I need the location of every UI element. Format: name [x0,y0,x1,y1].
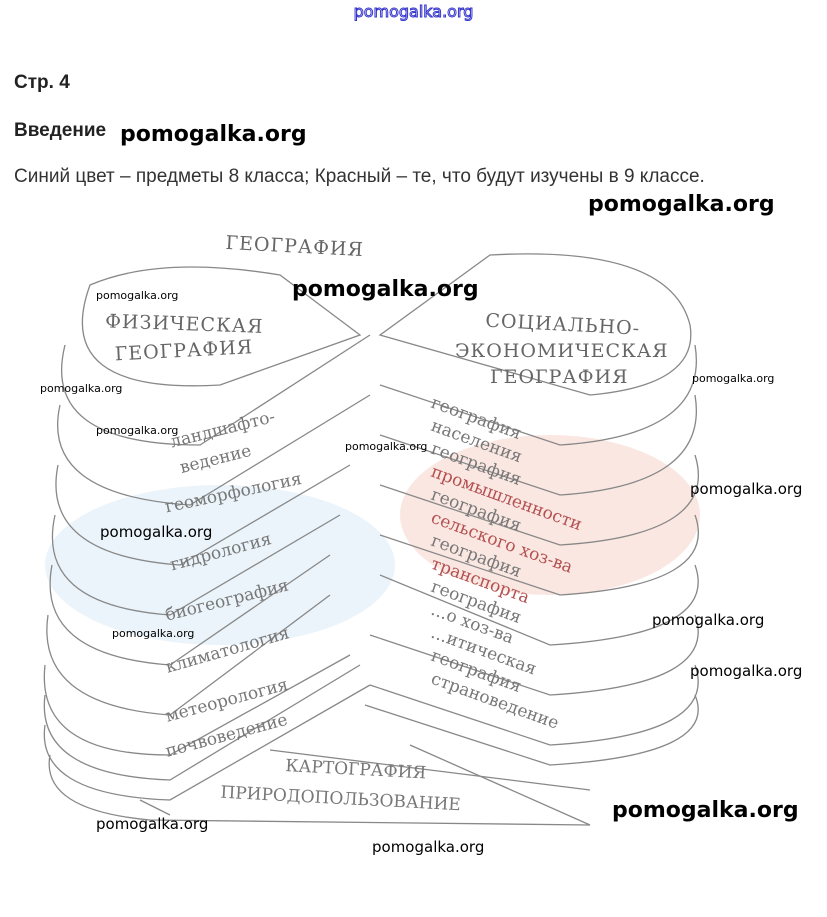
watermark: pomogalka.org [588,192,775,217]
right-heading-3: ГЕОГРАФИЯ [490,366,628,388]
watermark: pomogalka.org [96,424,179,437]
site-header-link[interactable]: pomogalka.org [353,2,474,22]
watermark: pomogalka.org [120,122,307,147]
right-heading-2: ЭКОНОМИЧЕСКАЯ [455,340,669,362]
bottom-item: ПРИРОДОПОЛЬЗОВАНИЕ [220,783,461,816]
page-label: Стр. 4 [14,72,70,93]
left-heading-2: ГЕОГРАФИЯ [114,336,253,365]
watermark: pomogalka.org [292,277,479,302]
bottom-item: КАРТОГРАФИЯ [285,756,427,783]
watermark: pomogalka.org [96,289,179,302]
geography-diagram: ГЕОГРАФИЯ ФИЗИЧЕСКАЯ ГЕОГРАФИЯ ландшафто… [43,235,700,826]
watermark: pomogalka.org [96,815,209,833]
watermark: pomogalka.org [612,798,799,823]
left-heading-1: ФИЗИЧЕСКАЯ [105,310,264,338]
right-heading-1: СОЦИАЛЬНО- [485,310,641,340]
watermark: pomogalka.org [692,372,775,385]
watermark: pomogalka.org [112,627,195,640]
watermark: pomogalka.org [372,838,485,856]
watermark: pomogalka.org [40,382,123,395]
watermark: pomogalka.org [345,440,428,453]
left-item: ландшафто- [168,407,277,452]
section-title: Введение [14,120,107,141]
watermark: pomogalka.org [652,611,765,629]
watermark: pomogalka.org [690,662,803,680]
watermark: pomogalka.org [690,480,803,498]
diagram-title: ГЕОГРАФИЯ [225,235,364,261]
description: Синий цвет – предметы 8 класса; Красный … [14,166,705,187]
diagram-layers [43,253,700,826]
watermark: pomogalka.org [100,523,213,541]
